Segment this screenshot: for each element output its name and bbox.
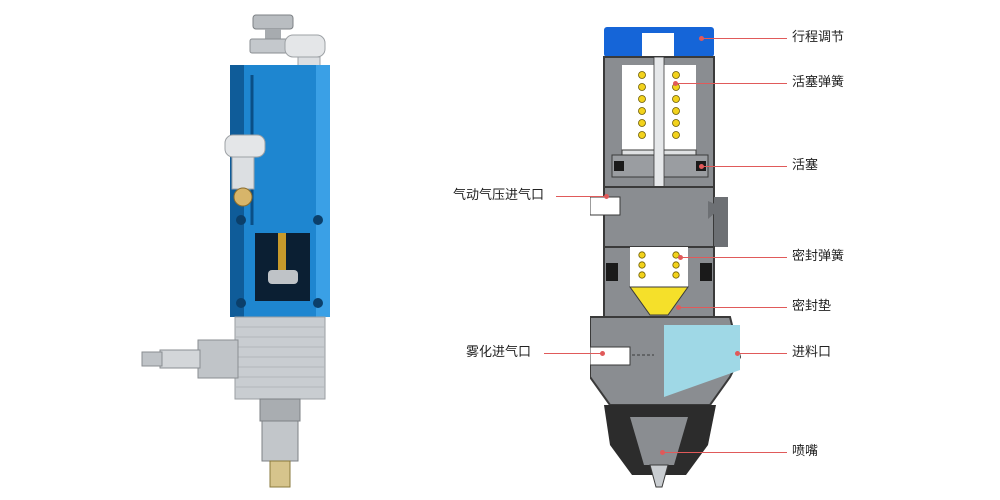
top-knob (252, 14, 294, 30)
leader-seal-spring (682, 257, 787, 258)
label-stroke-adjust: 行程调节 (792, 30, 845, 45)
label-material-inlet: 进料口 (792, 345, 832, 360)
material-inlet-channel (664, 325, 740, 397)
piston-spring (638, 71, 680, 139)
label-atomizing-inlet: 雾化进气口 (466, 345, 532, 360)
valve-product-photo (141, 14, 330, 488)
seal-spring (638, 251, 680, 279)
label-seal-spring: 密封弹簧 (792, 249, 845, 264)
atomizing-fitting (197, 339, 239, 379)
bottom-nut (261, 420, 299, 462)
leader-nozzle (664, 452, 787, 453)
top-air-fitting (284, 34, 326, 58)
leader-stroke-adjust (703, 38, 787, 39)
leader-material-inlet (739, 353, 787, 354)
leader-atomizing-inlet (544, 353, 602, 354)
label-piston-spring: 活塞弹簧 (792, 75, 845, 90)
leader-pneumatic-inlet (556, 196, 606, 197)
leader-piston (703, 166, 787, 167)
valve-cross-section (590, 27, 742, 488)
seal-gasket (629, 286, 689, 316)
nozzle-tip (649, 464, 669, 488)
side-air-fitting (224, 134, 266, 158)
label-piston: 活塞 (792, 158, 819, 173)
leader-seal-gasket (680, 307, 787, 308)
label-seal-gasket: 密封垫 (792, 299, 832, 314)
label-nozzle: 喷嘴 (792, 444, 819, 459)
label-pneumatic-inlet: 气动气压进气口 (453, 188, 545, 203)
leader-piston-spring (677, 83, 787, 84)
